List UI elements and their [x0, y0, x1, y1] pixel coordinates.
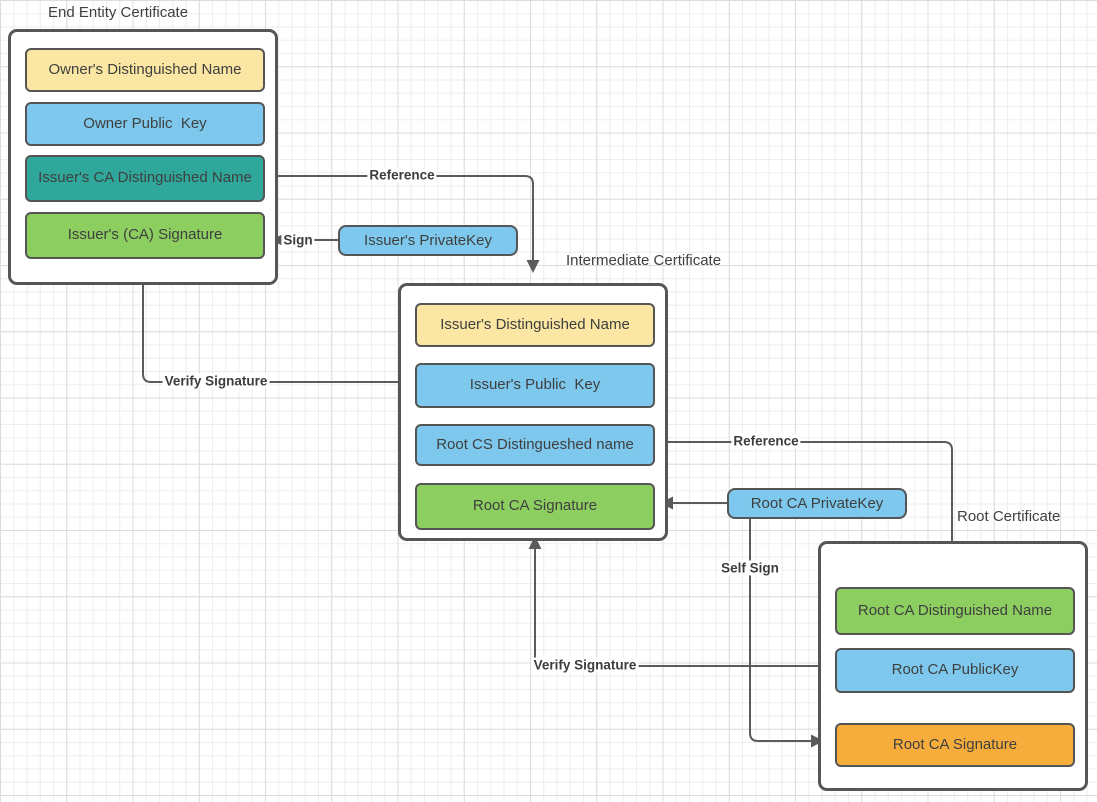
connector-label-verify-signature-bottom: Verify Signature: [531, 657, 639, 673]
root-certificate-group: Root CA Distinguished Name Root CA Publi…: [818, 541, 1088, 791]
field-owners-distinguished-name: Owner's Distinguished Name: [25, 48, 265, 92]
field-root-ca-signature-intermediate: Root CA Signature: [415, 483, 655, 530]
connector-label-reference-right: Reference: [731, 433, 801, 449]
field-root-cs-distingueshed-name: Root CS Distingueshed name: [415, 424, 655, 466]
field-issuers-public-key: Issuer's Public Key: [415, 363, 655, 408]
field-issuers-distinguished-name: Issuer's Distinguished Name: [415, 303, 655, 347]
field-issuers-ca-signature: Issuer's (CA) Signature: [25, 212, 265, 259]
field-issuers-ca-distinguished-name: Issuer's CA Distinguished Name: [25, 155, 265, 202]
connector-label-self-sign: Self Sign: [719, 560, 781, 576]
end-entity-certificate-title: End Entity Certificate: [48, 4, 189, 21]
root-certificate-title: Root Certificate: [957, 508, 1061, 525]
connector-label-reference-top: Reference: [367, 167, 437, 183]
end-entity-certificate-group: Owner's Distinguished Name Owner Public …: [8, 29, 278, 285]
intermediate-certificate-title: Intermediate Certificate: [566, 252, 722, 269]
self-sign-arrow: [749, 518, 824, 748]
field-root-ca-signature-root: Root CA Signature: [835, 723, 1075, 767]
field-root-ca-distinguished-name: Root CA Distinguished Name: [835, 587, 1075, 635]
issuers-privatekey-box: Issuer's PrivateKey: [338, 225, 518, 256]
connector-label-verify-signature-left: Verify Signature: [162, 373, 270, 389]
field-owner-public-key: Owner Public Key: [25, 102, 265, 146]
intermediate-certificate-group: Issuer's Distinguished Name Issuer's Pub…: [398, 283, 668, 541]
connector-label-sign: Sign: [281, 232, 315, 248]
root-ca-privatekey-box: Root CA PrivateKey: [727, 488, 907, 519]
field-root-ca-publickey: Root CA PublicKey: [835, 648, 1075, 693]
verify-signature-bottom-arrow: [528, 536, 832, 667]
reference-top-arrow: [264, 175, 540, 273]
